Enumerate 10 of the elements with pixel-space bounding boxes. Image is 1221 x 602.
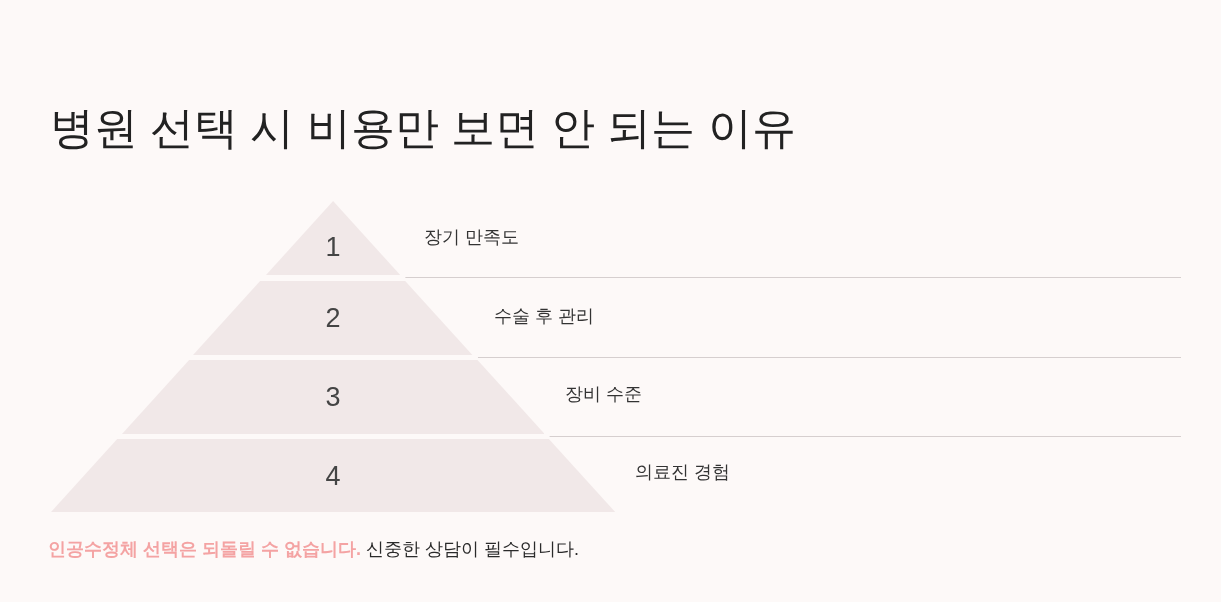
layer-number: 2 [325, 302, 341, 334]
layer-label: 장비 수준 [565, 383, 642, 406]
caption: 인공수정체 선택은 되돌릴 수 없습니다. 신중한 상담이 필수입니다. [48, 538, 580, 561]
title: 병원 선택 시 비용만 보면 안 되는 이유 [50, 102, 796, 154]
layer-label: 수술 후 관리 [494, 305, 594, 328]
layer-number: 4 [325, 460, 341, 492]
layer-number: 1 [325, 231, 341, 263]
layer-label: 장기 만족도 [424, 226, 519, 249]
layer-label: 의료진 경험 [635, 461, 730, 484]
layer-number: 3 [325, 381, 341, 413]
